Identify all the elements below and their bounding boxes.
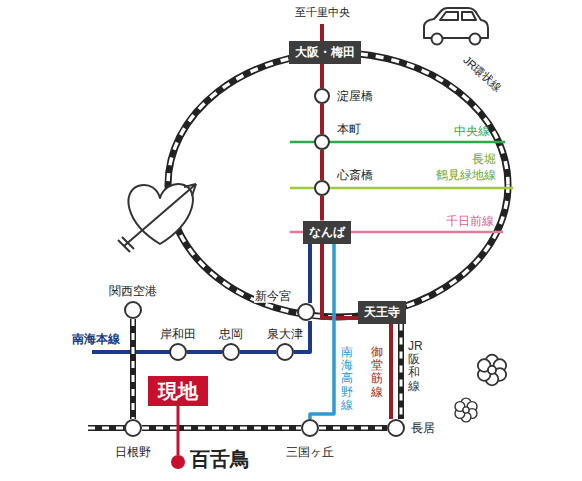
midosuji-line xyxy=(322,196,323,221)
station-box: なんば xyxy=(303,221,351,244)
station-circle: 本町 xyxy=(314,134,330,150)
midosuji-line xyxy=(322,244,358,319)
station-name: 天王寺 xyxy=(364,305,400,320)
nankai-koya-line xyxy=(310,244,334,420)
station-name: 岸和田 xyxy=(159,327,197,341)
station-name: 忠岡 xyxy=(218,327,244,341)
line-name: 中央線 xyxy=(454,124,490,138)
station-name: 大阪・梅田 xyxy=(295,45,355,60)
jr-railway xyxy=(130,319,136,419)
station-name: 関西空港 xyxy=(108,284,158,298)
midosuji-line xyxy=(322,150,323,180)
line-name: 南海高野線 xyxy=(341,346,353,412)
station-name: 本町 xyxy=(336,122,362,136)
line-name: JR環状線 xyxy=(460,54,503,95)
line-name: 御堂筋線 xyxy=(371,346,383,399)
line-name: JR阪和線 xyxy=(408,340,424,393)
midosuji-line xyxy=(322,244,358,319)
midosuji-line xyxy=(320,150,324,180)
station-name: 淀屋橋 xyxy=(336,89,374,103)
line-name: 千日前線 xyxy=(446,214,494,228)
line-extensions xyxy=(88,425,126,431)
flower-doodle xyxy=(455,398,477,422)
jr-railway xyxy=(142,428,301,429)
heart-arrow-doodle xyxy=(124,184,196,246)
jr-railway xyxy=(401,324,402,420)
site-leader-line xyxy=(177,406,180,455)
midosuji-line xyxy=(391,324,392,420)
flower-doodle xyxy=(455,355,506,422)
heart-arrow-doodle xyxy=(118,237,134,252)
site-leader-line xyxy=(178,406,179,455)
station-circle: 忠岡 xyxy=(222,343,240,361)
midosuji-line xyxy=(322,64,323,89)
midosuji-line xyxy=(389,324,393,420)
site-station-dot: 百舌鳥 xyxy=(171,455,185,469)
jr-railway xyxy=(319,425,387,431)
nankai-main-line xyxy=(187,350,222,354)
heart-arrow-doodle xyxy=(118,184,196,252)
station-circle: 淀屋橋 xyxy=(314,88,330,104)
station-name: 三国ヶ丘 xyxy=(285,445,335,459)
station-circle: 新今宮 xyxy=(297,303,315,321)
station-circle: 岸和田 xyxy=(169,343,187,361)
station-circle: 泉大津 xyxy=(276,343,294,361)
car-doodle xyxy=(424,8,488,45)
nankai-main-line xyxy=(187,352,222,353)
midosuji-line xyxy=(322,104,323,134)
car-doodle xyxy=(462,12,476,20)
station-name: なんば xyxy=(309,225,345,240)
car-doodle xyxy=(432,34,443,45)
station-box: 天王寺 xyxy=(358,301,406,324)
jr-loop-line xyxy=(168,53,508,317)
station-circle: 心斎橋 xyxy=(314,180,330,196)
station-circle: 関西空港 xyxy=(124,301,142,319)
nankai-koya-line xyxy=(310,244,334,420)
car-doodle xyxy=(440,12,458,20)
midosuji-line xyxy=(320,104,324,134)
jr-railway xyxy=(319,427,387,430)
station-name: 日根野 xyxy=(114,445,152,459)
station-name: 泉大津 xyxy=(266,327,304,341)
station-box: 大阪・梅田 xyxy=(289,41,361,64)
heart-arrow-doodle xyxy=(184,184,196,196)
jr-railway xyxy=(398,324,404,420)
jr-railway xyxy=(319,428,387,429)
midosuji-line xyxy=(320,196,324,221)
station-name: 長居 xyxy=(410,421,436,435)
subway-lines xyxy=(290,24,513,232)
site-marker-box: 現地 xyxy=(148,376,208,406)
station-circle: 日根野 xyxy=(124,419,142,437)
station-name: 新今宮 xyxy=(254,289,292,303)
jr-railway xyxy=(142,427,301,430)
jr-railway xyxy=(400,324,403,420)
site-label: 現地 xyxy=(158,378,198,404)
line-name: 長堀 鶴見緑地線 xyxy=(430,152,496,183)
jr-loop-line xyxy=(168,53,508,317)
nankai-main-line xyxy=(240,350,276,354)
jr-loop-line xyxy=(168,53,508,317)
station-circle: 長居 xyxy=(387,419,405,437)
station-circle: 三国ヶ丘 xyxy=(301,419,319,437)
nankai-main-line xyxy=(240,352,276,353)
midosuji-line xyxy=(320,64,324,89)
nankai-main-line xyxy=(308,244,312,304)
jr-railway xyxy=(142,425,301,431)
nankai-main-line xyxy=(310,244,311,304)
station-name: 百舌鳥 xyxy=(190,447,250,471)
jr-railway xyxy=(132,319,135,419)
line-name: 南海本線 xyxy=(72,332,120,346)
jr-railway xyxy=(133,319,134,419)
car-doodle xyxy=(470,34,481,45)
station-name: 心斎橋 xyxy=(336,168,374,182)
flower-doodle xyxy=(478,355,506,386)
line-extensions xyxy=(88,427,126,430)
terminus-label: 至千里中央 xyxy=(295,6,350,19)
